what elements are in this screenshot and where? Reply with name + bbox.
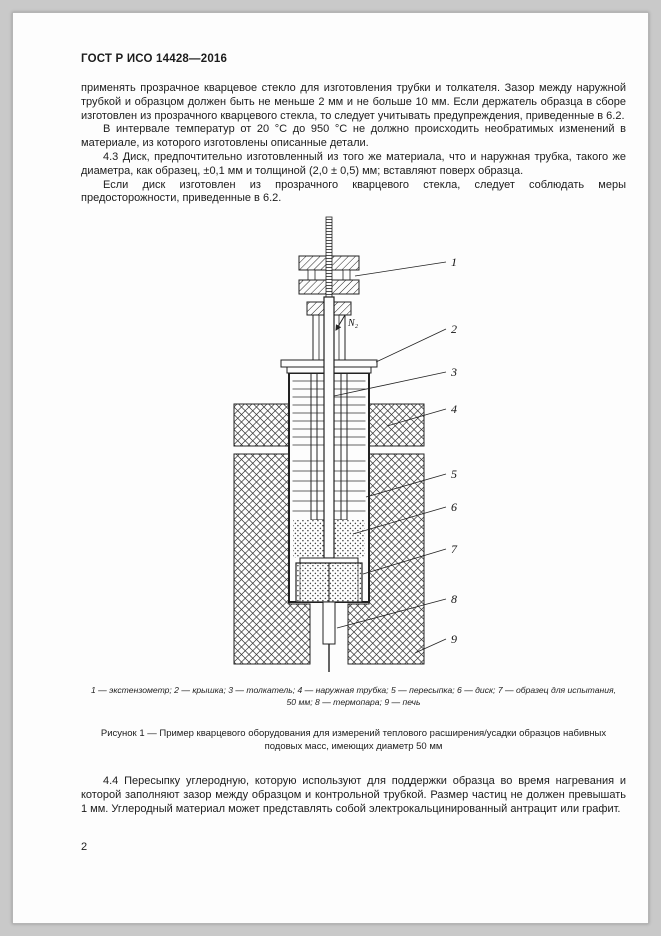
- apparatus-diagram: N₂ 1 2 3 4 5 6 7 8 9: [233, 216, 458, 673]
- legend-line-2: 50 мм; 8 — термопара; 9 — печь: [286, 696, 421, 707]
- paragraph-2: В интервале температур от 20 °С до 950 °…: [81, 123, 626, 150]
- caption-line-1: Рисунок 1 — Пример кварцевого оборудован…: [100, 728, 607, 740]
- extensometer: [298, 216, 360, 316]
- body-text-after-figure: 4.4 Пересыпку углеродную, которую исполь…: [81, 775, 626, 816]
- callout-3: 3: [450, 365, 457, 379]
- thermocouple: [322, 563, 336, 673]
- callout-8: 8: [451, 592, 457, 606]
- legend-line-1: 1 — экстензометр; 2 — крышка; 3 — толкат…: [91, 685, 616, 696]
- gas-label: N₂: [347, 318, 359, 329]
- disk: [299, 557, 359, 564]
- paragraph-4-3: 4.3 Диск, предпочтительно изготовленный …: [81, 150, 626, 177]
- callout-2: 2: [451, 322, 457, 336]
- callout-7: 7: [451, 542, 458, 556]
- callout-6: 6: [451, 500, 457, 514]
- callout-9: 9: [451, 632, 457, 646]
- page-number: 2: [81, 840, 88, 853]
- callout-4: 4: [451, 402, 457, 416]
- paragraph-1: применять прозрачное кварцевое стекло дл…: [81, 82, 626, 122]
- callout-numbers: 1 2 3 4 5 6 7 8 9: [450, 255, 458, 646]
- pusher-rod: [323, 296, 335, 559]
- figure-legend: 1 — экстензометр; 2 — крышка; 3 — толкат…: [81, 685, 626, 708]
- gas-inlet: N₂: [335, 314, 359, 332]
- paragraph-4-3-note: Если диск изготовлен из прозрачного квар…: [81, 178, 626, 205]
- figure-caption: Рисунок 1 — Пример кварцевого оборудован…: [81, 728, 626, 753]
- callout-1: 1: [451, 255, 457, 269]
- callout-leaders: [333, 261, 447, 654]
- caption-line-2: подовых масс, имеющих диаметр 50 мм: [264, 740, 443, 752]
- callout-5: 5: [451, 467, 457, 481]
- threaded-rod: [325, 216, 333, 303]
- body-text: применять прозрачное кварцевое стекло дл…: [81, 82, 626, 206]
- inner-guide-tube: [310, 373, 348, 521]
- document-title: ГОСТ Р ИСО 14428—2016: [81, 53, 228, 65]
- document-page: ГОСТ Р ИСО 14428—2016 применять прозрачн…: [12, 12, 649, 924]
- paragraph-4-4: 4.4 Пересыпку углеродную, которую исполь…: [81, 775, 626, 815]
